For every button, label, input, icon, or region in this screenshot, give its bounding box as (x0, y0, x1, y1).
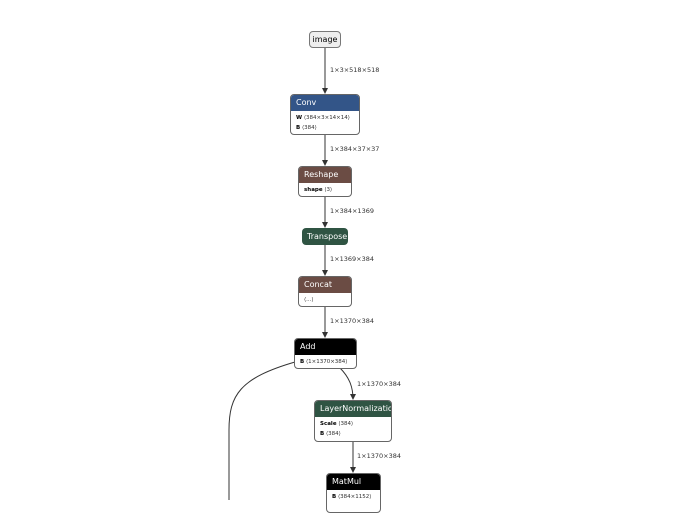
node-attribute: W ⟨384×3×14×14⟩ (296, 115, 350, 121)
node-attribute: ⟨...⟩ (304, 297, 314, 303)
edge (339, 367, 356, 400)
node-reshape[interactable]: Reshape shape ⟨3⟩ (298, 166, 352, 197)
edge-label: 1×1370×384 (330, 317, 374, 325)
edge-label: 1×3×518×518 (330, 66, 380, 74)
node-add[interactable]: Add B ⟨1×1370×384⟩ (294, 338, 357, 369)
edge (228, 361, 296, 500)
node-title: MatMul (327, 474, 380, 490)
node-attribute: Scale ⟨384⟩ (320, 421, 354, 427)
edge-label: 1×384×1369 (330, 207, 374, 215)
node-attribute: B ⟨384×1152⟩ (332, 494, 372, 500)
edge-label: 1×1370×384 (357, 380, 401, 388)
node-title: Concat (299, 277, 351, 293)
node-attribute: B ⟨384⟩ (296, 125, 317, 131)
node-concat[interactable]: Concat ⟨...⟩ (298, 276, 352, 307)
edge-label: 1×1369×384 (330, 255, 374, 263)
node-attribute: shape ⟨3⟩ (304, 187, 333, 193)
node-title: Conv (291, 95, 359, 111)
node-title: Add (295, 339, 356, 355)
node-title: LayerNormalization (315, 401, 391, 417)
edge-label: 1×1370×384 (357, 452, 401, 460)
node-attribute: B ⟨384⟩ (320, 431, 341, 437)
graph-edges (228, 47, 356, 500)
node-transpose[interactable]: Transpose (302, 228, 348, 245)
node-layernormalization[interactable]: LayerNormalization Scale ⟨384⟩ B ⟨384⟩ (314, 400, 392, 442)
edge-label: 1×384×37×37 (330, 145, 380, 153)
node-conv[interactable]: Conv W ⟨384×3×14×14⟩ B ⟨384⟩ (290, 94, 360, 135)
node-attribute: B ⟨1×1370×384⟩ (300, 359, 348, 365)
node-title: Transpose (302, 228, 348, 245)
node-matmul[interactable]: MatMul B ⟨384×1152⟩ (326, 473, 381, 513)
node-title: Reshape (299, 167, 351, 183)
input-node-image[interactable]: image (309, 31, 341, 48)
